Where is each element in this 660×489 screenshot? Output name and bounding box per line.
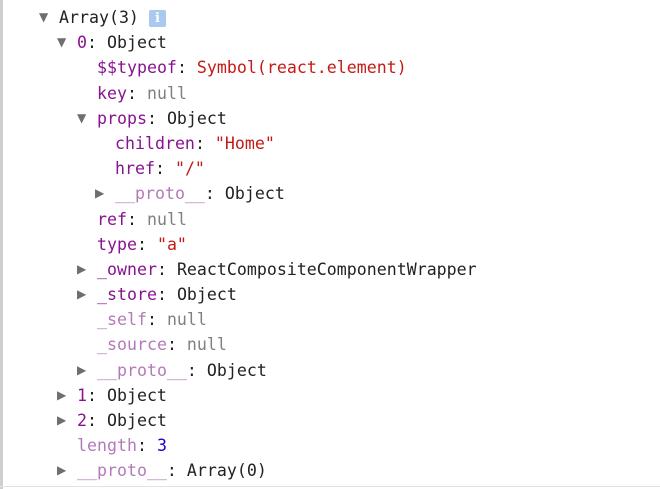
property-key: props bbox=[97, 108, 147, 128]
property-key: __proto__ bbox=[115, 184, 205, 204]
tree-node[interactable]: ▶ __proto__: Object bbox=[0, 358, 477, 383]
tree-node: ref: null bbox=[0, 207, 477, 232]
key-separator: : bbox=[136, 436, 157, 456]
property-value: Object bbox=[106, 33, 167, 53]
property-value: Symbol(react.element) bbox=[196, 58, 407, 78]
property-value: Object bbox=[106, 411, 167, 430]
key-separator: : bbox=[166, 461, 187, 481]
expanded-triangle-icon[interactable]: ▼ bbox=[57, 35, 67, 50]
tree-node[interactable]: ▶ 1: Object bbox=[0, 383, 477, 408]
property-key: 2 bbox=[77, 411, 87, 430]
property-key: __proto__ bbox=[77, 461, 167, 481]
property-value: "/" bbox=[174, 159, 205, 179]
key-separator: : bbox=[146, 108, 167, 128]
key-separator: : bbox=[166, 335, 187, 355]
collapsed-triangle-icon[interactable]: ▶ bbox=[95, 186, 105, 201]
tree-node[interactable]: ▶ __proto__: Object bbox=[0, 181, 477, 206]
tree-node: _source: null bbox=[0, 332, 477, 357]
tree-node: key: null bbox=[0, 81, 477, 106]
property-key: __proto__ bbox=[97, 360, 187, 380]
property-key: _store bbox=[97, 285, 157, 305]
collapsed-triangle-icon[interactable]: ▶ bbox=[77, 362, 87, 377]
property-key: children bbox=[115, 133, 195, 153]
collapsed-triangle-icon[interactable]: ▶ bbox=[57, 387, 67, 402]
key-separator: : bbox=[204, 184, 225, 204]
key-separator: : bbox=[146, 310, 167, 330]
tree-node: children: "Home" bbox=[0, 131, 477, 156]
expanded-triangle-icon[interactable]: ▼ bbox=[77, 110, 87, 125]
tree-node[interactable]: ▼ Array(3) i bbox=[0, 5, 477, 30]
property-key: key bbox=[97, 83, 127, 103]
key-separator: : bbox=[87, 385, 107, 405]
key-separator: : bbox=[136, 234, 157, 254]
property-value: Object bbox=[166, 108, 227, 128]
key-separator: : bbox=[156, 259, 177, 279]
property-value: Array(3) bbox=[59, 8, 139, 27]
property-key: 1 bbox=[77, 385, 87, 405]
property-value: Array(0) bbox=[186, 461, 267, 481]
key-separator: : bbox=[87, 411, 107, 430]
collapsed-triangle-icon[interactable]: ▶ bbox=[77, 261, 87, 276]
property-value: Object bbox=[176, 285, 237, 305]
property-key: length bbox=[77, 436, 137, 456]
key-separator: : bbox=[126, 83, 147, 103]
collapsed-triangle-icon[interactable]: ▶ bbox=[57, 463, 67, 478]
property-value: null bbox=[146, 83, 187, 103]
property-value: null bbox=[186, 335, 227, 355]
collapsed-triangle-icon[interactable]: ▶ bbox=[77, 287, 87, 302]
property-key: ref bbox=[97, 209, 127, 229]
collapsed-triangle-icon[interactable]: ▶ bbox=[57, 413, 67, 427]
property-value: Object bbox=[106, 385, 167, 405]
property-value: null bbox=[146, 209, 187, 229]
tree-node[interactable]: ▶ _owner: ReactCompositeComponentWrapper bbox=[0, 257, 477, 282]
key-separator: : bbox=[154, 159, 175, 179]
object-tree: ▼Array(3)i▼0: Object$$typeof: Symbol(rea… bbox=[0, 5, 477, 484]
tree-node: _self: null bbox=[0, 307, 477, 332]
property-value: null bbox=[166, 310, 207, 330]
info-icon[interactable]: i bbox=[148, 10, 166, 27]
key-separator: : bbox=[87, 33, 107, 53]
property-value: "Home" bbox=[214, 133, 275, 153]
property-value: "a" bbox=[156, 234, 187, 254]
property-key: 0 bbox=[77, 33, 87, 53]
tree-node[interactable]: ▼ props: Object bbox=[0, 106, 477, 131]
property-key: href bbox=[115, 159, 155, 179]
tree-node: length: 3 bbox=[0, 433, 477, 458]
tree-node[interactable]: ▶ __proto__: Array(0) bbox=[0, 458, 477, 483]
key-separator: : bbox=[186, 360, 207, 380]
tree-node: type: "a" bbox=[0, 232, 477, 257]
property-value: Object bbox=[224, 184, 285, 204]
tree-node[interactable]: ▶ 2: Object bbox=[0, 408, 477, 433]
tree-node[interactable]: ▼ 0: Object bbox=[0, 30, 477, 55]
expanded-triangle-icon[interactable]: ▼ bbox=[39, 10, 49, 24]
key-separator: : bbox=[194, 133, 215, 153]
key-separator: : bbox=[126, 209, 147, 229]
property-value: Object bbox=[206, 360, 267, 380]
key-separator: : bbox=[156, 285, 177, 305]
tree-node[interactable]: ▶ _store: Object bbox=[0, 282, 477, 307]
property-key: _self bbox=[97, 310, 147, 330]
console-divider bbox=[0, 486, 660, 487]
property-value: 3 bbox=[156, 436, 167, 456]
console-left-border bbox=[0, 0, 3, 489]
property-key: type bbox=[97, 234, 137, 254]
property-key: $$typeof bbox=[97, 58, 177, 78]
tree-node: $$typeof: Symbol(react.element) bbox=[0, 55, 477, 80]
tree-node: href: "/" bbox=[0, 156, 477, 181]
property-key: _source bbox=[97, 335, 167, 355]
key-separator: : bbox=[176, 58, 197, 78]
property-key: _owner bbox=[97, 259, 157, 279]
property-value: ReactCompositeComponentWrapper bbox=[176, 259, 477, 279]
